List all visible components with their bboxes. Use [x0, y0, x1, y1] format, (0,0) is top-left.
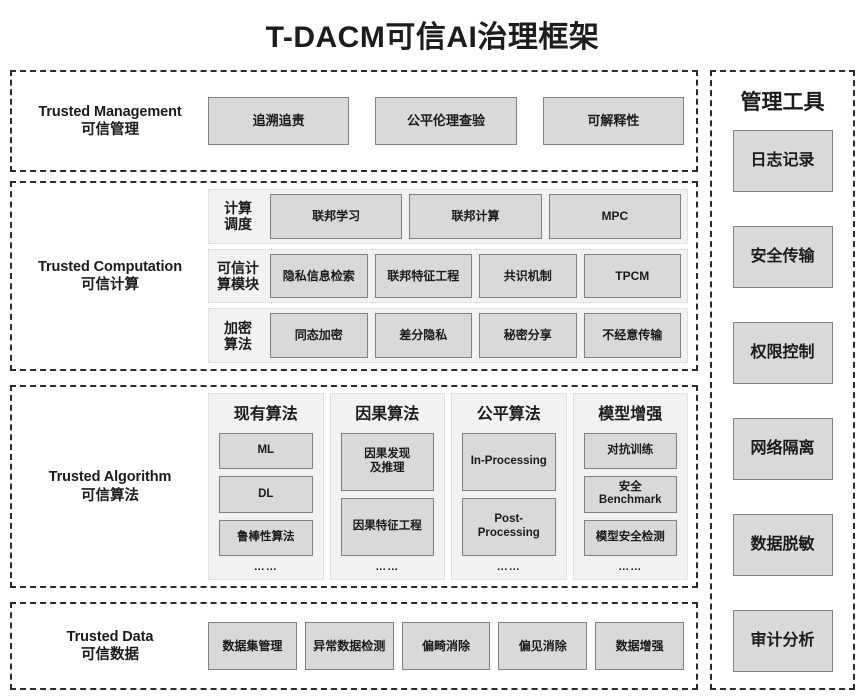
chip-scheduling-2[interactable]: MPC	[548, 194, 681, 239]
band-content-trusted-computation: 计算 调度 联邦学习 联邦计算 MPC 可信计 算模块 隐私信	[208, 183, 688, 369]
algorithm-column-items: In-Processing Post-Processing	[462, 433, 556, 556]
algorithm-column-ellipsis: ……	[253, 561, 278, 573]
computation-row-scheduling: 计算 调度 联邦学习 联邦计算 MPC	[208, 189, 688, 244]
tool-item-data-masking[interactable]: 数据脱敏	[732, 514, 833, 576]
algorithm-column-fairness: 公平算法 In-Processing Post-Processing ……	[451, 393, 567, 580]
algorithm-column-existing: 现有算法 ML DL 鲁棒性算法 ……	[208, 393, 324, 580]
chip-model-2[interactable]: 模型安全检测	[583, 519, 677, 556]
management-tools-title: 管理工具	[740, 91, 825, 114]
row-title-line2: 算模块	[217, 276, 259, 292]
band-label-en: Trusted Management	[38, 103, 182, 120]
band-label-zh: 可信计算	[81, 277, 139, 293]
row-title-line1: 计算	[224, 200, 252, 217]
chip-existing-1[interactable]: DL	[219, 476, 313, 513]
chip-data-1[interactable]: 异常数据检测	[304, 622, 394, 670]
chip-data-0[interactable]: 数据集管理	[208, 622, 297, 670]
computation-chips-modules: 隐私信息检索 联邦特征工程 共识机制 TPCM	[270, 253, 681, 299]
band-label-trusted-computation: Trusted Computation 可信计算	[18, 183, 202, 369]
computation-row-title-modules: 可信计 算模块	[213, 260, 263, 292]
chip-encryption-2[interactable]: 秘密分享	[479, 313, 577, 359]
computation-row-encryption: 加密 算法 同态加密 差分隐私 秘密分享 不经意传输	[208, 308, 688, 364]
chip-scheduling-0[interactable]: 联邦学习	[270, 194, 403, 239]
algorithm-column-title: 模型增强	[598, 406, 663, 423]
chip-existing-0[interactable]: ML	[219, 433, 313, 470]
band-trusted-computation: Trusted Computation 可信计算 计算 调度 联邦学习 联邦计算…	[10, 181, 698, 371]
algorithm-column-title: 现有算法	[233, 406, 298, 423]
chip-data-4[interactable]: 数据增强	[595, 622, 684, 670]
chip-encryption-0[interactable]: 同态加密	[270, 313, 368, 359]
algorithm-column-ellipsis: ……	[496, 561, 521, 573]
chip-data-2[interactable]: 偏畸消除	[401, 622, 491, 670]
band-trusted-data: Trusted Data 可信数据 数据集管理 异常数据检测 偏畸消除 偏见消除…	[10, 602, 698, 690]
chip-management-1[interactable]: 公平伦理查验	[375, 97, 517, 145]
chip-fairness-1[interactable]: Post-Processing	[462, 498, 556, 556]
row-title-line1: 可信计	[217, 259, 259, 276]
chip-scheduling-1[interactable]: 联邦计算	[409, 194, 542, 239]
chip-data-3[interactable]: 偏见消除	[498, 622, 588, 670]
data-chip-row: 数据集管理 异常数据检测 偏畸消除 偏见消除 数据增强	[208, 622, 688, 670]
band-label-zh: 可信算法	[81, 487, 139, 504]
tool-item-secure-transfer[interactable]: 安全传输	[732, 226, 833, 288]
management-tools-panel: 管理工具 日志记录 安全传输 权限控制 网络隔离 数据脱敏 审计分析	[710, 70, 855, 690]
chip-modules-3[interactable]: TPCM	[583, 253, 681, 299]
framework-column: Trusted Management 可信管理 追溯追责 公平伦理查验 可解释性…	[10, 70, 698, 690]
row-title-line1: 加密	[224, 319, 252, 336]
chip-fairness-0[interactable]: In-Processing	[462, 433, 556, 491]
algorithm-column-ellipsis: ……	[618, 561, 643, 573]
chip-causal-1[interactable]: 因果特征工程	[340, 498, 434, 556]
management-tools-list: 日志记录 安全传输 权限控制 网络隔离 数据脱敏 审计分析	[712, 130, 853, 676]
band-label-en: Trusted Algorithm	[48, 469, 172, 486]
band-content-trusted-algorithm: 现有算法 ML DL 鲁棒性算法 …… 因果算法 因果发现及推理 因果特征工程 …	[208, 387, 688, 586]
band-label-zh: 可信数据	[81, 647, 139, 663]
computation-row-group: 计算 调度 联邦学习 联邦计算 MPC 可信计 算模块 隐私信	[208, 189, 688, 364]
algorithm-column-ellipsis: ……	[375, 561, 400, 573]
algorithm-column-group: 现有算法 ML DL 鲁棒性算法 …… 因果算法 因果发现及推理 因果特征工程 …	[208, 393, 688, 580]
computation-row-title-scheduling: 计算 调度	[213, 200, 263, 232]
band-content-trusted-data: 数据集管理 异常数据检测 偏畸消除 偏见消除 数据增强	[208, 604, 688, 688]
band-content-trusted-management: 追溯追责 公平伦理查验 可解释性	[208, 72, 688, 170]
tool-item-logging[interactable]: 日志记录	[732, 130, 833, 192]
chip-modules-2[interactable]: 共识机制	[479, 253, 577, 299]
chip-encryption-3[interactable]: 不经意传输	[583, 313, 681, 359]
algorithm-column-causal: 因果算法 因果发现及推理 因果特征工程 ……	[329, 393, 445, 580]
algorithm-column-title: 公平算法	[476, 406, 541, 423]
page-title: T-DACM可信AI治理框架	[265, 21, 600, 54]
management-tools-column: 管理工具 日志记录 安全传输 权限控制 网络隔离 数据脱敏 审计分析	[710, 70, 855, 690]
chip-modules-1[interactable]: 联邦特征工程	[374, 253, 472, 299]
chip-causal-0[interactable]: 因果发现及推理	[340, 433, 434, 491]
chip-existing-2[interactable]: 鲁棒性算法	[219, 519, 313, 556]
algorithm-column-items: ML DL 鲁棒性算法	[219, 433, 313, 556]
row-title-line2: 调度	[224, 216, 252, 233]
band-label-en: Trusted Computation	[38, 258, 182, 275]
chip-management-0[interactable]: 追溯追责	[208, 97, 350, 145]
algorithm-column-title: 因果算法	[355, 406, 420, 423]
computation-chips-scheduling: 联邦学习 联邦计算 MPC	[270, 194, 681, 239]
band-label-trusted-data: Trusted Data 可信数据	[18, 604, 202, 688]
algorithm-column-items: 因果发现及推理 因果特征工程	[340, 433, 434, 556]
tool-item-audit-analysis[interactable]: 审计分析	[732, 610, 833, 672]
band-label-trusted-management: Trusted Management 可信管理	[18, 72, 202, 170]
tool-item-access-control[interactable]: 权限控制	[732, 322, 833, 384]
band-trusted-management: Trusted Management 可信管理 追溯追责 公平伦理查验 可解释性	[10, 70, 698, 172]
band-label-zh: 可信管理	[81, 122, 139, 138]
management-chip-row: 追溯追责 公平伦理查验 可解释性	[208, 97, 688, 145]
computation-row-modules: 可信计 算模块 隐私信息检索 联邦特征工程 共识机制 TPCM	[208, 248, 688, 304]
chip-management-2[interactable]: 可解释性	[542, 97, 684, 145]
tool-item-network-isolation[interactable]: 网络隔离	[732, 418, 833, 480]
band-trusted-algorithm: Trusted Algorithm 可信算法 现有算法 ML DL 鲁棒性算法 …	[10, 385, 698, 588]
computation-chips-encryption: 同态加密 差分隐私 秘密分享 不经意传输	[270, 313, 681, 359]
chip-model-0[interactable]: 对抗训练	[583, 433, 677, 470]
band-label-en: Trusted Data	[66, 628, 154, 645]
computation-row-title-encryption: 加密 算法	[213, 320, 263, 352]
chip-modules-0[interactable]: 隐私信息检索	[270, 253, 368, 299]
row-title-line2: 算法	[224, 335, 252, 352]
chip-encryption-1[interactable]: 差分隐私	[374, 313, 472, 359]
band-label-trusted-algorithm: Trusted Algorithm 可信算法	[18, 387, 202, 586]
